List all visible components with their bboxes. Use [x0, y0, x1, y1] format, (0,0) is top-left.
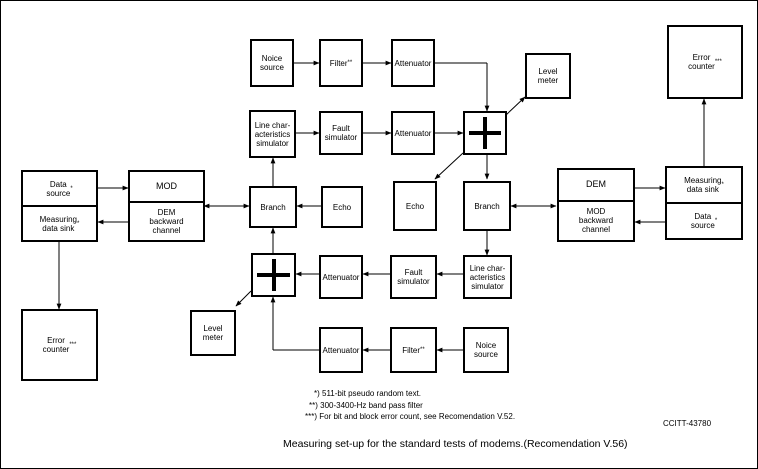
- attenuator-lower-noise: Attenuator: [319, 327, 363, 373]
- reference-number: CCITT-43780: [663, 419, 712, 428]
- noise-source-upper: Noice source: [250, 39, 294, 87]
- level-meter-lower: Level meter: [190, 310, 236, 356]
- error-counter-right: Error counter***: [667, 25, 743, 99]
- footnote-1: *) 511-bit pseudo random text.: [314, 389, 422, 398]
- attenuator-lower-line: Attenuator: [319, 255, 363, 299]
- echo-left: Echo: [321, 186, 363, 228]
- fault-simulator-upper: Fault simulator: [319, 111, 363, 155]
- modem-block-right: DEM MOD backward channel: [557, 168, 635, 242]
- branch-right: Branch: [463, 181, 511, 231]
- measuring-data-sink-left: Measuring data sink*: [23, 205, 96, 240]
- fault-simulator-lower: Fault simulator: [390, 255, 437, 299]
- echo-right: Echo: [393, 181, 437, 231]
- dem-right: DEM: [586, 179, 606, 190]
- left-terminal-block: Data source* Measuring data sink*: [21, 170, 98, 242]
- line-characteristics-simulator-lower: Line char- acteristics simulator: [463, 255, 512, 299]
- filter-lower: Filter**: [390, 327, 437, 373]
- branch-left: Branch: [249, 186, 297, 228]
- dem-backward-channel-left: DEM backward channel: [130, 200, 203, 240]
- level-meter-upper: Level meter: [525, 53, 571, 99]
- footnote-2: **) 300-3400-Hz band pass filter: [309, 401, 423, 410]
- attenuator-upper-line: Attenuator: [391, 111, 435, 155]
- mod-left: MOD: [156, 180, 177, 191]
- figure-caption: Measuring set-up for the standard tests …: [283, 438, 628, 450]
- line-characteristics-simulator-upper: Line char- acteristics simulator: [249, 110, 296, 158]
- mod-backward-channel-right: MOD backward channel: [559, 199, 633, 240]
- error-counter-left: Error counter***: [21, 309, 98, 381]
- summing-junction-lower: [251, 253, 296, 297]
- measuring-data-sink-right: Measuring data sink*: [684, 176, 724, 194]
- right-terminal-block: Measuring data sink* Data source*: [665, 166, 743, 240]
- data-source-right: Data source*: [667, 202, 741, 238]
- data-source-left: Data source*: [46, 179, 73, 198]
- attenuator-upper-noise: Attenuator: [391, 39, 435, 87]
- summing-junction-upper: [463, 111, 507, 155]
- filter-upper: Filter**: [319, 39, 363, 87]
- modem-block-left: MOD DEM backward channel: [128, 170, 205, 242]
- noise-source-lower: Noice source: [463, 327, 509, 373]
- footnote-3: ***) For bit and block error count, see …: [305, 412, 516, 421]
